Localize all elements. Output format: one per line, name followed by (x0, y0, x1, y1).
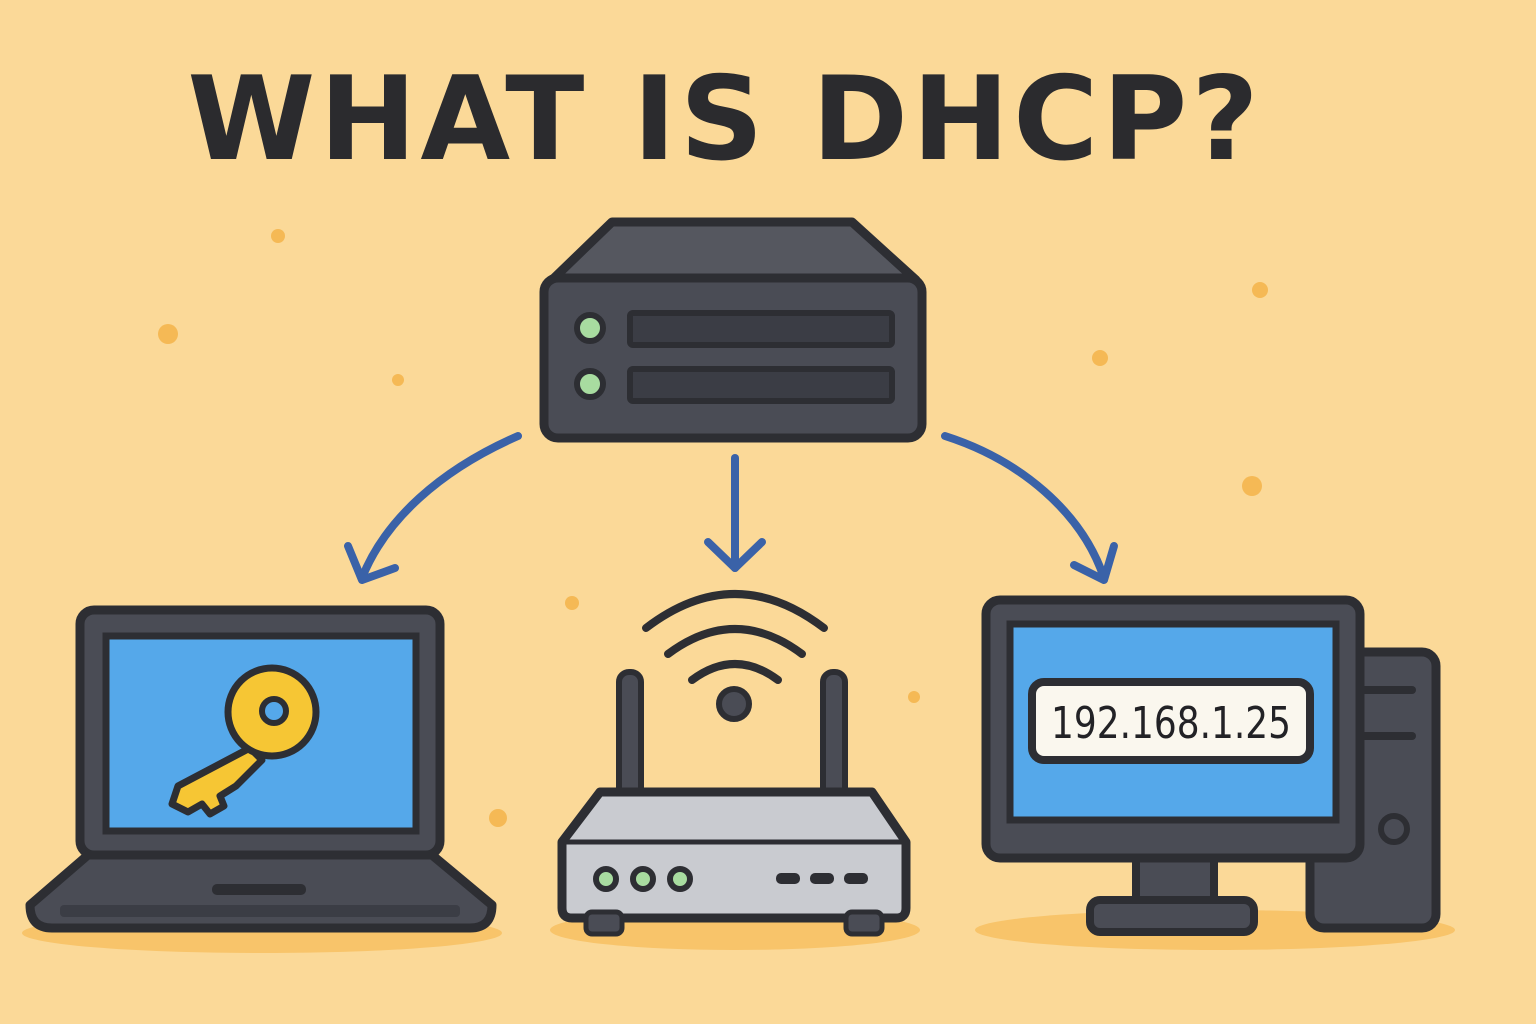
arrow-server-to-laptop (344, 432, 522, 584)
ip-address-badge: 192.168.1.25 (1028, 678, 1314, 764)
laptop-icon (25, 605, 497, 933)
arrows (344, 432, 1118, 584)
arrow-server-to-desktop (941, 432, 1118, 584)
ip-address-text: 192.168.1.25 (1051, 698, 1291, 749)
diagram-title: WHAT IS DHCP? (187, 52, 1263, 187)
arrow-server-to-router (704, 454, 766, 572)
background-dots (158, 229, 1268, 827)
key-icon (168, 664, 320, 818)
desktop-computer-icon: 192.168.1.25 (981, 595, 1441, 936)
wifi-router-icon (557, 590, 911, 937)
wifi-signal-icon (642, 590, 828, 684)
monitor-icon (981, 595, 1365, 936)
server-icon (539, 217, 927, 443)
